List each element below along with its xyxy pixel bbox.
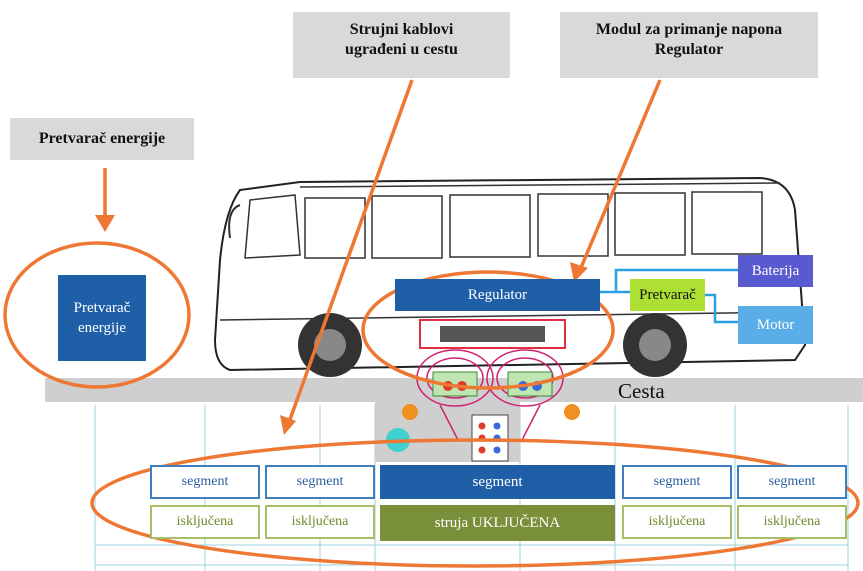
connector-lines bbox=[600, 268, 738, 324]
segment-3-active: segment bbox=[380, 465, 615, 499]
callout-converter: Pretvarač energije bbox=[10, 118, 194, 160]
state-1: isključena bbox=[150, 505, 260, 539]
callout-converter-text: Pretvarač energije bbox=[38, 130, 166, 147]
callout-module: Modul za primanje napona Regulator bbox=[560, 12, 818, 78]
energy-converter-box: Pretvarač energije bbox=[58, 275, 146, 361]
pretvarac-box: Pretvarač bbox=[630, 279, 705, 311]
motor-box: Motor bbox=[738, 306, 813, 344]
segment-5: segment bbox=[737, 465, 847, 499]
state-2: isključena bbox=[265, 505, 375, 539]
callout-cables: Strujni kablovi ugrađeni u cestu bbox=[293, 12, 510, 78]
state-5: isključena bbox=[737, 505, 847, 539]
motor-label: Motor bbox=[756, 316, 795, 333]
sensor-right bbox=[564, 404, 580, 420]
baterija-label: Baterija bbox=[751, 262, 800, 279]
highlight-ellipses bbox=[3, 241, 860, 568]
underground-coil bbox=[471, 414, 509, 462]
callout-arrows bbox=[103, 79, 662, 426]
callout-module-line2: Regulator bbox=[654, 41, 724, 58]
bus-wheels bbox=[298, 313, 687, 377]
state-3-active: struja UKLJUČENA bbox=[380, 505, 615, 541]
segment-2: segment bbox=[265, 465, 375, 499]
pretvarac-label: Pretvarač bbox=[639, 286, 696, 303]
segment-1: segment bbox=[150, 465, 260, 499]
energy-converter-line2: energije bbox=[77, 320, 127, 336]
road-label: Cesta bbox=[618, 379, 665, 403]
callout-module-line1: Modul za primanje napona bbox=[595, 21, 783, 38]
state-4: isključena bbox=[622, 505, 732, 539]
sensor-left bbox=[402, 404, 418, 420]
bus-mirror bbox=[228, 204, 241, 239]
arrowheads bbox=[95, 215, 588, 435]
callout-cables-line1: Strujni kablovi bbox=[349, 21, 454, 38]
callout-cables-line2: ugrađeni u cestu bbox=[345, 41, 458, 58]
regulator-box: Regulator bbox=[395, 279, 600, 311]
baterija-box: Baterija bbox=[738, 255, 813, 287]
regulator-label: Regulator bbox=[467, 286, 528, 303]
segment-4: segment bbox=[622, 465, 732, 499]
energy-converter-line1: Pretvarač bbox=[73, 300, 131, 316]
